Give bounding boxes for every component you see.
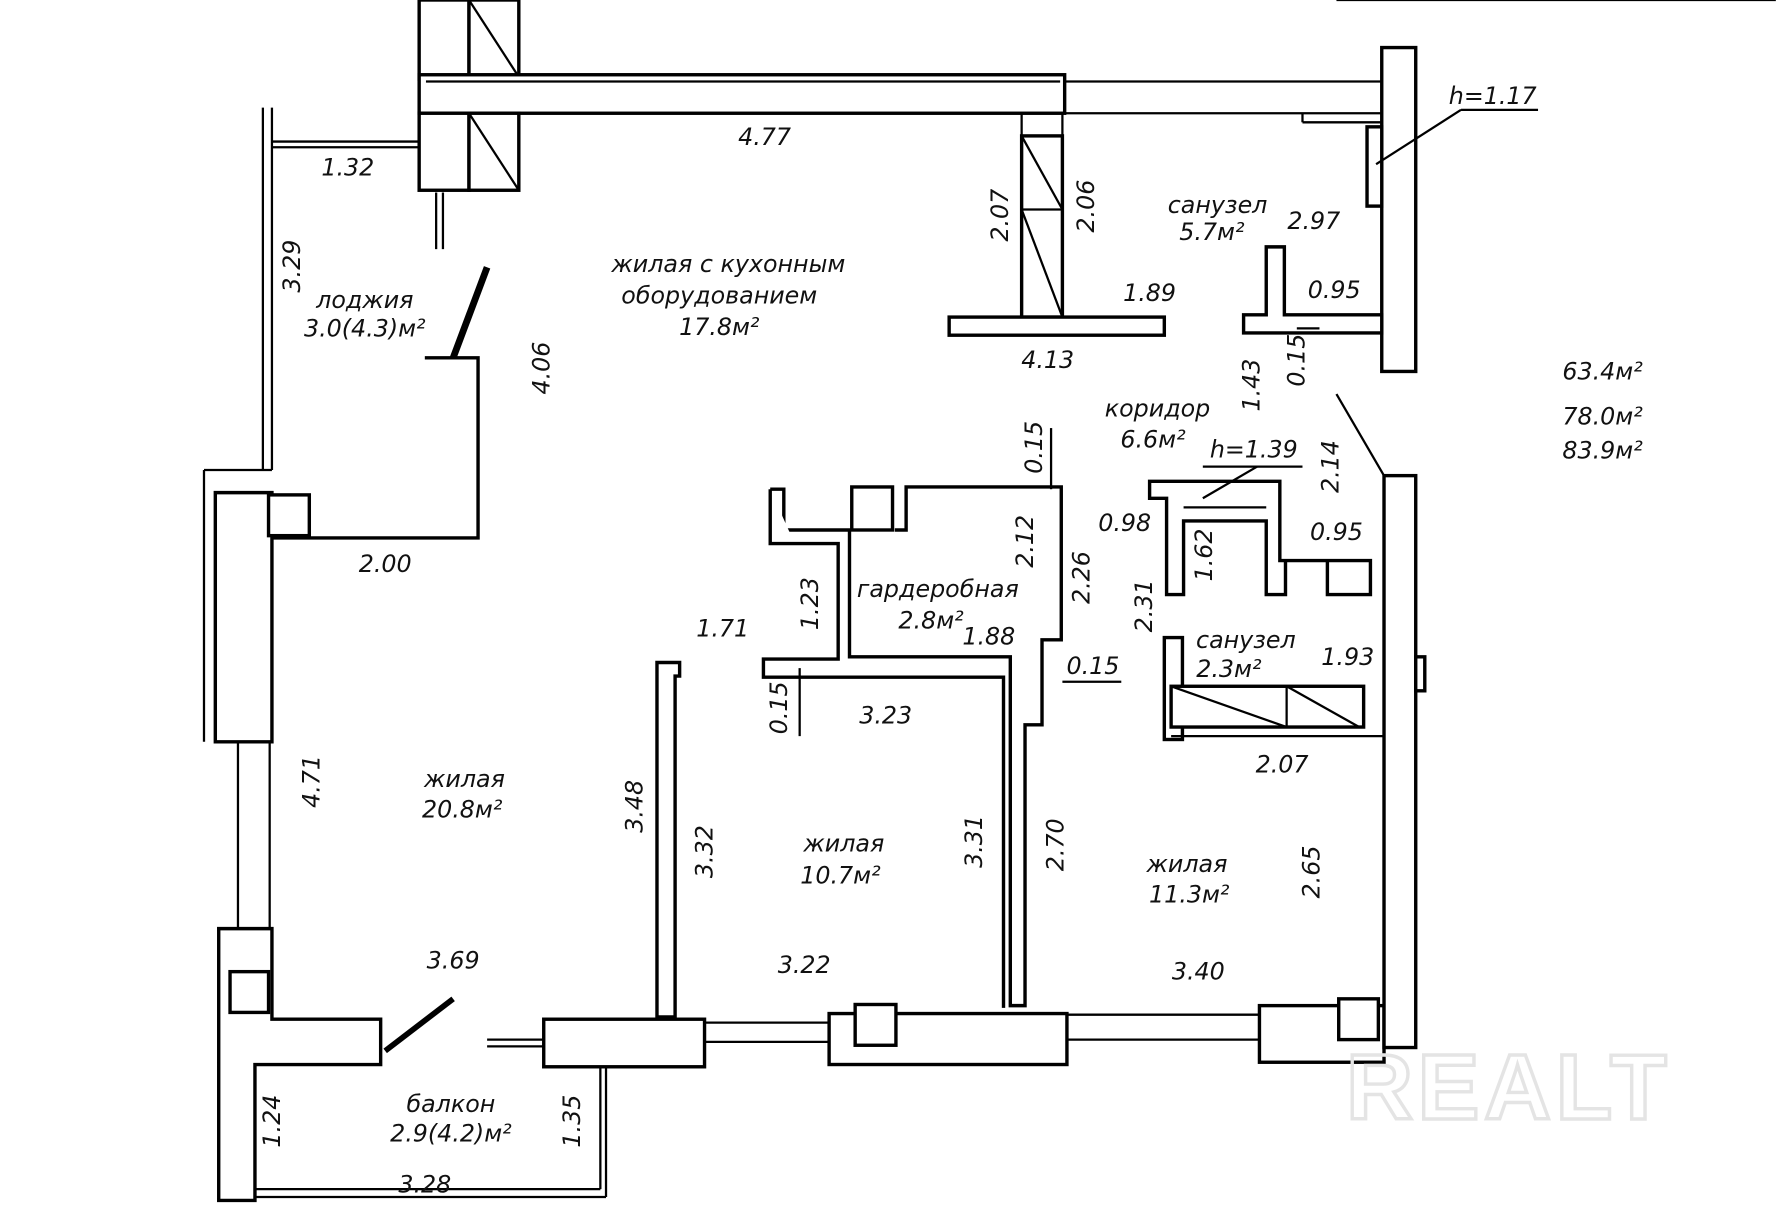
dimension-label: 3.48: [620, 780, 648, 833]
dimension-label: 4.77: [738, 123, 791, 151]
dimension-label: 1.88: [962, 622, 1015, 650]
dimension-label: 0.15: [1283, 334, 1311, 387]
walls: [202, 0, 1776, 1203]
dimension-label: 2.07: [986, 189, 1014, 242]
dimension-label: 2.06: [1072, 180, 1100, 233]
dimension-label: 1.35: [558, 1095, 586, 1148]
dimension-label: 2.12: [1011, 515, 1039, 568]
dimension-label: 1.89: [1123, 279, 1176, 307]
dimension-label: 2.31: [1130, 579, 1158, 632]
dimension-label: 0.15: [1020, 421, 1048, 474]
dimension-label: 1.71: [696, 614, 749, 642]
dimension-label: 3.32: [690, 825, 718, 878]
dimension-label: 1.23: [796, 577, 824, 630]
dimension-label: 2.65: [1297, 846, 1325, 899]
dimension-label: 0.15: [1067, 652, 1120, 680]
dimension-label: 4.13: [1021, 346, 1074, 374]
kitchen-name-1: жилая с кухонным: [610, 250, 845, 278]
total-area-with-balconies: 83.9м²: [1562, 437, 1643, 465]
dimension-label: 3.29: [278, 240, 306, 293]
dimension-label: 2.70: [1042, 818, 1070, 871]
dimension-label: 3.28: [398, 1170, 451, 1198]
dimension-label: 1.93: [1321, 643, 1374, 671]
dimension-label: 3.69: [427, 946, 480, 974]
bathroom-1-name: санузел: [1168, 191, 1268, 219]
loggia-name: лоджия: [315, 286, 413, 314]
total-living: 63.4м²: [1562, 357, 1643, 385]
living-3-area: 11.3м²: [1149, 881, 1230, 909]
dimension-label: 0.98: [1098, 509, 1151, 537]
living-2-area: 10.7м²: [800, 861, 881, 889]
kitchen-name-2: оборудованием: [621, 282, 817, 310]
total-area: 78.0м²: [1562, 403, 1643, 431]
loggia-area: 3.0(4.3)м²: [304, 314, 426, 342]
bathroom-1-height: h=1.17: [1449, 82, 1537, 110]
dimension-label: 2.97: [1287, 207, 1340, 235]
wardrobe-name: гардеробная: [857, 575, 1019, 603]
dimension-label: 3.23: [859, 702, 912, 730]
corridor-area: 6.6м²: [1120, 425, 1186, 453]
dimension-label: 0.15: [765, 681, 793, 734]
kitchen-area: 17.8м²: [679, 313, 760, 341]
corridor-name: коридор: [1105, 395, 1210, 423]
balcony-name: балкон: [406, 1090, 495, 1118]
dimension-label: 1.32: [321, 154, 374, 182]
dimension-label: 1.43: [1237, 359, 1265, 412]
bathroom-2-area: 2.3м²: [1196, 655, 1262, 683]
dimension-label: 2.07: [1256, 750, 1309, 778]
bathroom-1-area: 5.7м²: [1179, 218, 1245, 246]
horizontal-dimensions: 1.32 4.77 1.89 4.13 0.95 2.97 0.98 0.95 2.00 1.71…: [321, 123, 1374, 1199]
corridor-height: h=1.39: [1210, 436, 1298, 464]
dimension-label: 0.95: [1308, 276, 1361, 304]
living-1-name: жилая: [423, 765, 505, 793]
dimension-label: 3.40: [1172, 958, 1225, 986]
watermark-logo: REALT: [1346, 1035, 1671, 1139]
dimension-label: 2.26: [1068, 551, 1096, 604]
balcony-area: 2.9(4.2)м²: [390, 1120, 512, 1148]
living-1-area: 20.8м²: [422, 796, 503, 824]
vertical-dimensions: 3.29 4.06 2.07 2.06 1.43 0.15 0.15 2.14 2.12 2.26…: [258, 180, 1345, 1148]
dimension-label: 2.00: [359, 550, 412, 578]
dimension-label: 3.22: [778, 951, 831, 979]
dimension-label: 4.71: [298, 755, 326, 808]
dimension-label: 1.24: [258, 1095, 286, 1148]
dimension-label: 0.95: [1310, 518, 1363, 546]
dimension-label: 1.62: [1190, 528, 1218, 581]
living-2-name: жилая: [802, 830, 884, 858]
room-labels: лоджия 3.0(4.3)м² жилая с кухонным обору…: [304, 82, 1643, 1147]
dimension-label: 4.06: [527, 342, 555, 395]
wardrobe-area: 2.8м²: [898, 607, 964, 635]
dimension-label: 3.31: [960, 815, 988, 868]
living-3-name: жилая: [1146, 850, 1228, 878]
dimension-label: 2.14: [1317, 440, 1345, 493]
bathroom-2-name: санузел: [1196, 626, 1296, 654]
